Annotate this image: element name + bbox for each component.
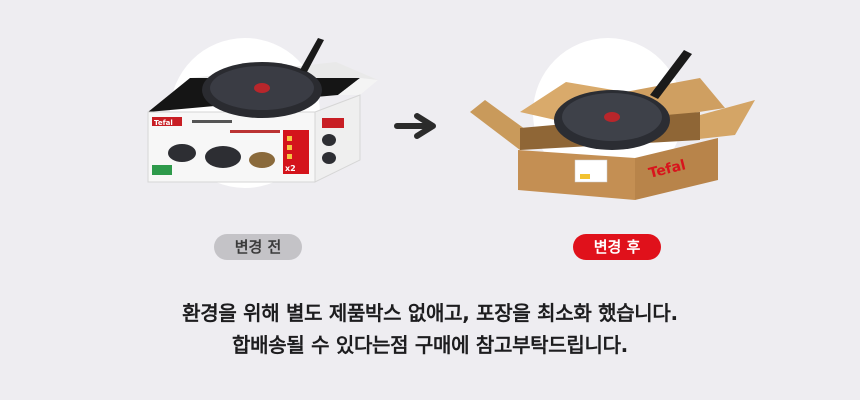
before-box-count-badge: x2 xyxy=(285,164,296,173)
after-label-badge: 변경 후 xyxy=(573,234,661,260)
before-label-badge: 변경 전 xyxy=(214,234,302,260)
before-brand-logo: Tefal xyxy=(154,119,173,127)
notice-line-2: 합배송될 수 있다는점 구매에 참고부탁드립니다. xyxy=(232,333,628,357)
arrow-right-icon xyxy=(394,113,436,139)
notice-line-1: 환경을 위해 별도 제품박스 없애고, 포장을 최소화 했습니다. xyxy=(182,301,678,325)
